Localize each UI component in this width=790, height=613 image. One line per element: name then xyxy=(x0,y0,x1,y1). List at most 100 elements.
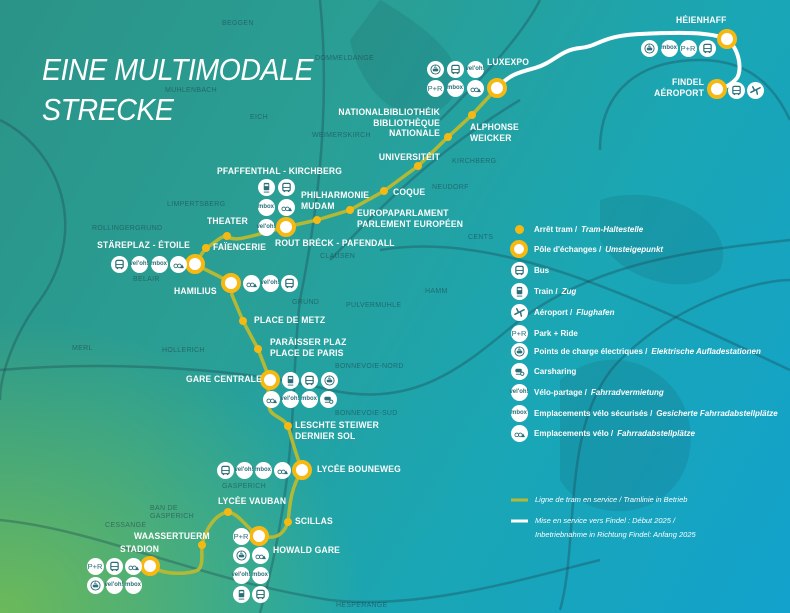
district-label: PULVERMUHLE xyxy=(346,302,402,309)
legend-label: Emplacements vélo sécurisés / xyxy=(534,408,653,418)
train-icon xyxy=(510,282,528,300)
park-ride-icon: P+R xyxy=(86,557,104,575)
legend-label: Carsharing xyxy=(534,366,577,376)
bike-parking-icon xyxy=(277,198,295,216)
station-label: COQUE xyxy=(393,187,426,198)
legend-item: Bus xyxy=(510,261,553,279)
airplane-icon xyxy=(510,303,528,321)
charging-icon xyxy=(640,39,658,57)
station-label: EUROPAPARLAMENT PARLEMENT EUROPÉEN xyxy=(357,208,464,230)
district-label: MERL xyxy=(72,345,93,352)
tram-stop-marker[interactable] xyxy=(284,422,292,430)
bus-icon xyxy=(251,585,269,603)
tram-stop-marker[interactable] xyxy=(198,541,206,549)
map-title-line-2: STRECKE xyxy=(42,92,174,127)
station-label: PLACE DE METZ xyxy=(254,315,326,326)
interchange-marker[interactable] xyxy=(221,273,241,293)
bus-icon xyxy=(105,557,123,575)
bike-parking-icon xyxy=(242,274,260,292)
legend-label: Emplacements vélo / xyxy=(534,428,614,438)
legend-label-de: Zug xyxy=(561,286,577,296)
train-icon xyxy=(257,178,275,196)
bus-icon xyxy=(280,274,298,292)
tram-stop-marker[interactable] xyxy=(223,232,231,240)
legend-item: Aéroport /Flughafen xyxy=(510,303,614,321)
bike-parking-icon xyxy=(466,79,484,97)
interchange-marker[interactable] xyxy=(292,460,312,480)
legend-label-de: Umsteigepunkt xyxy=(605,244,664,254)
legend-label: Arrêt tram / xyxy=(534,224,578,234)
tram-stop-marker[interactable] xyxy=(239,317,247,325)
airplane-icon xyxy=(746,81,764,99)
charging-icon xyxy=(232,546,250,564)
charging-icon xyxy=(426,60,444,78)
bus-icon xyxy=(277,178,295,196)
tram-stop-marker[interactable] xyxy=(444,133,452,141)
interchange-marker[interactable] xyxy=(140,556,160,576)
interchange-marker[interactable] xyxy=(707,79,727,99)
bus-icon xyxy=(216,461,234,479)
veloh-icon: vel'oh! xyxy=(256,218,276,236)
interchange-marker[interactable] xyxy=(276,217,296,237)
district-label: BELAIR xyxy=(133,276,160,283)
train-icon xyxy=(281,371,299,389)
district-label: HESPERANGE xyxy=(336,602,388,609)
district-label: CESSANGE xyxy=(105,522,147,529)
veloh-icon: vel'oh! xyxy=(280,390,300,408)
legend-item: Train /Zug xyxy=(510,282,576,300)
legend-label: Vélo-partage / xyxy=(534,387,587,397)
bike-parking-icon xyxy=(273,461,291,479)
veloh-icon: vel'oh! xyxy=(129,255,149,273)
station-label: HÉIENHAFF xyxy=(676,15,727,26)
station-label: UNIVERSITÉIT xyxy=(378,152,440,163)
bike-parking-icon xyxy=(510,424,528,442)
mbox-icon: mbox xyxy=(124,576,142,594)
mbox-icon: mbox xyxy=(510,404,528,422)
legend-label-de: Fahrradvermietung xyxy=(590,387,664,397)
tram-stop-marker[interactable] xyxy=(202,244,210,252)
station-label: PHILHARMONIE MUDAM xyxy=(301,190,370,212)
interchange-marker[interactable] xyxy=(717,29,737,49)
district-label: BONNEVOIE-NORD xyxy=(335,363,404,370)
mbox-icon: mbox xyxy=(257,198,275,216)
district-label: DOMMELDANGE xyxy=(315,55,374,62)
district-label: GASPERICH xyxy=(222,483,266,490)
interchange-marker[interactable] xyxy=(185,254,205,274)
bus-icon xyxy=(510,261,528,279)
legend-item: vel'oh!Vélo-partage /Fahrradvermietung xyxy=(509,383,664,401)
bike-parking-icon xyxy=(251,546,269,564)
tram-stop-marker[interactable] xyxy=(254,345,262,353)
legend-label-de: Fahrradabstellplätze xyxy=(617,428,695,438)
mbox-icon: mbox xyxy=(150,255,168,273)
district-label: NEUDORF xyxy=(432,184,469,191)
bike-parking-icon xyxy=(169,255,187,273)
legend-label: Points de charge électriques / xyxy=(534,346,648,356)
legend-item: Arrêt tram /Tram-Haltestelle xyxy=(510,220,643,238)
tram-stop-marker[interactable] xyxy=(346,206,354,214)
station-label: PARÄISSER PLAZ PLACE DE PARIS xyxy=(270,337,347,359)
park-ride-icon: P+R xyxy=(679,39,697,57)
legend-item: Carsharing xyxy=(510,362,580,380)
tram-stop-marker[interactable] xyxy=(284,518,292,526)
station-label: FAÏENCERIE xyxy=(213,242,267,253)
station-label: LYCÉE VAUBAN xyxy=(218,496,287,507)
station-label: STÄREPLAZ - ÉTOILE xyxy=(97,240,190,251)
district-label: KIRCHBERG xyxy=(452,158,497,165)
tram-stop-marker[interactable] xyxy=(313,216,321,224)
bus-icon xyxy=(300,371,318,389)
interchange-marker[interactable] xyxy=(487,78,507,98)
tram-stop-marker[interactable] xyxy=(380,187,388,195)
tram-stop-marker[interactable] xyxy=(468,111,476,119)
interchange-marker[interactable] xyxy=(260,370,280,390)
district-label: GRUND xyxy=(292,299,320,306)
district-label: MUHLENBACH xyxy=(165,87,218,94)
legend-label: Aéroport / xyxy=(534,307,573,317)
station-label: FINDEL AÉROPORT xyxy=(654,77,704,99)
station-label: ALPHONSE WEICKER xyxy=(470,122,519,144)
tram-stop-marker[interactable] xyxy=(414,162,422,170)
interchange-marker[interactable] xyxy=(249,526,269,546)
tram-stop-marker[interactable] xyxy=(224,508,232,516)
legend-line-service-label: Ligne de tram en service / Tramlinie in … xyxy=(535,495,688,504)
park-ride-icon: P+R xyxy=(426,79,444,97)
